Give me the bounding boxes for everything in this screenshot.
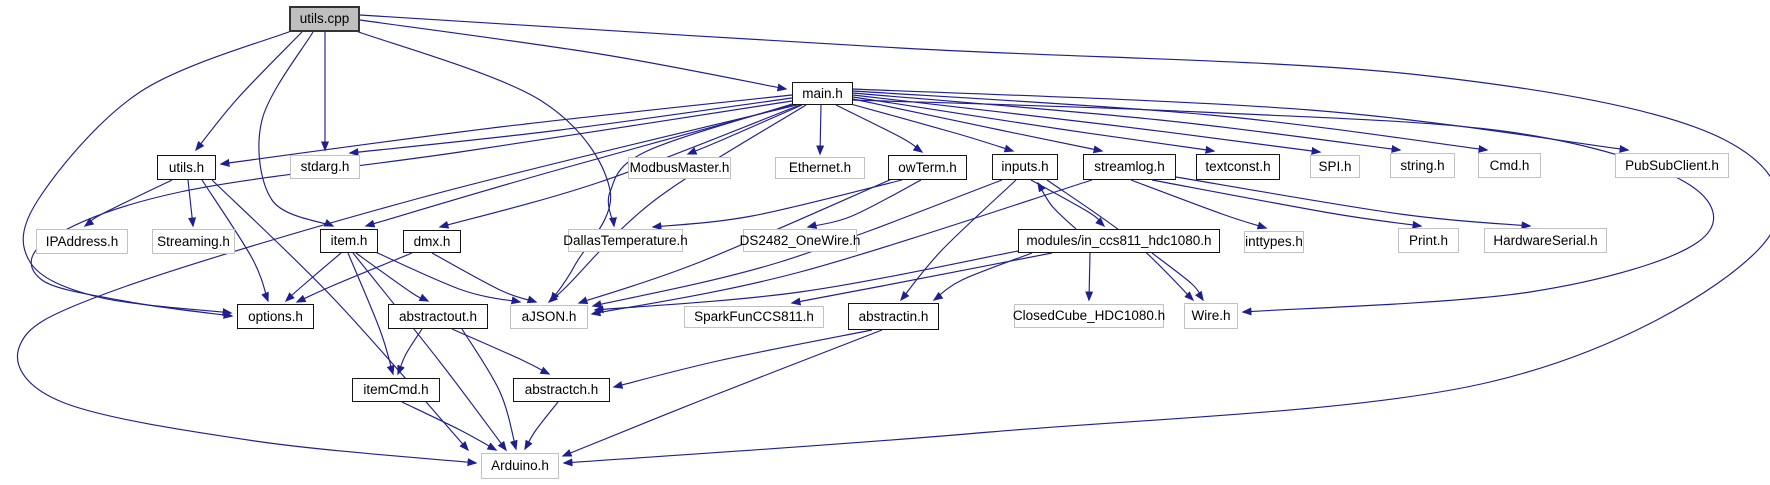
graph-node-abstractch_h[interactable]: abstractch.h bbox=[513, 378, 610, 402]
graph-node-main_h[interactable]: main.h bbox=[792, 82, 853, 105]
graph-node-inttypes_h[interactable]: inttypes.h bbox=[1244, 231, 1304, 253]
edge-abstractch_h-to-arduino_h bbox=[524, 401, 559, 451]
edge-streamlog_h-to-hardwareserial_h bbox=[1175, 176, 1532, 230]
graph-node-ipaddress_h[interactable]: IPAddress.h bbox=[36, 229, 128, 254]
graph-node-streaming_h[interactable]: Streaming.h bbox=[152, 229, 235, 254]
edge-in_ccs811_h-to-wire_h bbox=[1151, 252, 1204, 302]
edge-main_h-to-stdarg_h bbox=[348, 97, 793, 157]
edge-utils_h-to-ipaddress_h bbox=[83, 179, 173, 227]
edge-main_h-to-streamlog_h bbox=[852, 98, 1104, 154]
graph-node-in_ccs811_h[interactable]: modules/in_ccs811_hdc1080.h bbox=[1018, 229, 1220, 253]
graph-node-item_h[interactable]: item.h bbox=[320, 229, 378, 253]
graph-node-abstractin_h[interactable]: abstractin.h bbox=[848, 303, 939, 330]
graph-node-options_h[interactable]: options.h bbox=[237, 304, 314, 329]
edge-inputs_h-to-in_ccs811_h bbox=[1030, 179, 1106, 228]
graph-node-cmd_h[interactable]: Cmd.h bbox=[1478, 153, 1541, 178]
edge-main_h-to-ajson_h bbox=[547, 104, 807, 303]
edge-abstractin_h-to-abstractch_h bbox=[612, 329, 873, 389]
edge-itemcmd_h-to-arduino_h bbox=[401, 401, 498, 451]
graph-node-dallastemperature_h[interactable]: DallasTemperature.h bbox=[563, 229, 688, 252]
edge-in_ccs811_h-to-sparkfunccs811_h bbox=[790, 252, 1053, 306]
graph-node-print_h[interactable]: Print.h bbox=[1398, 228, 1459, 253]
edge-main_h-to-inputs_h bbox=[846, 102, 1015, 153]
graph-node-ethernet_h[interactable]: Ethernet.h bbox=[775, 157, 865, 179]
edge-owterm_h-to-ajson_h bbox=[577, 178, 893, 305]
edge-owterm_h-to-ds2482_onewire_h bbox=[806, 179, 922, 229]
edge-item_h-to-itemcmd_h bbox=[347, 252, 395, 376]
edge-utils_cpp-to-ajson_h bbox=[355, 30, 612, 303]
graph-node-closedcube_h[interactable]: ClosedCube_HDC1080.h bbox=[1013, 304, 1165, 328]
graph-node-textconst_h[interactable]: textconst.h bbox=[1196, 154, 1280, 180]
edge-main_h-to-textconst_h bbox=[852, 96, 1216, 154]
edge-in_ccs811_h-to-inputs_h bbox=[1037, 181, 1077, 230]
edge-streamlog_h-to-ajson_h bbox=[590, 179, 1093, 317]
graph-node-streamlog_h[interactable]: streamlog.h bbox=[1083, 154, 1176, 180]
edge-utils_h-to-streaming_h bbox=[187, 179, 197, 228]
graph-node-hardwareserial_h[interactable]: HardwareSerial.h bbox=[1484, 228, 1607, 253]
graph-node-ds2482_onewire_h[interactable]: DS2482_OneWire.h bbox=[740, 229, 860, 252]
edge-abstractin_h-to-arduino_h bbox=[561, 329, 883, 457]
edge-main_h-to-ethernet_h bbox=[816, 104, 825, 156]
edge-utils_cpp-to-item_h bbox=[258, 31, 335, 227]
edge-item_h-to-abstractout_h bbox=[355, 252, 430, 302]
graph-node-spi_h[interactable]: SPI.h bbox=[1310, 155, 1360, 178]
edge-utils_cpp-to-utils_h bbox=[195, 31, 303, 152]
edge-main_h-to-cmd_h bbox=[852, 90, 1489, 153]
edge-item_h-to-options_h bbox=[284, 252, 342, 303]
edge-in_ccs811_h-to-abstractin_h bbox=[932, 252, 1033, 301]
graph-node-owterm_h[interactable]: owTerm.h bbox=[888, 155, 967, 180]
edge-item_h-to-ajson_h bbox=[370, 249, 522, 305]
edge-main_h-to-modbusmaster_h bbox=[686, 104, 803, 155]
edge-inputs_h-to-ajson_h bbox=[591, 179, 1003, 308]
graph-node-dmx_h[interactable]: dmx.h bbox=[403, 230, 461, 253]
edge-streamlog_h-to-inttypes_h bbox=[1130, 179, 1268, 230]
edge-dmx_h-to-ajson_h bbox=[431, 252, 538, 304]
edge-item_h-to-arduino_h bbox=[352, 252, 507, 452]
edge-utils_cpp-to-arduino_h bbox=[359, 14, 1770, 467]
edge-main_h-to-utils_h bbox=[219, 94, 793, 167]
edge-utils_h-to-arduino_h bbox=[211, 179, 469, 452]
graph-node-pubsubclient_h[interactable]: PubSubClient.h bbox=[1615, 153, 1729, 178]
edge-utils_cpp-to-main_h bbox=[359, 19, 788, 92]
graph-node-abstractout_h[interactable]: abstractout.h bbox=[388, 304, 488, 329]
edge-in_ccs811_h-to-ajson_h bbox=[593, 250, 1019, 314]
edge-streamlog_h-to-print_h bbox=[1151, 179, 1423, 229]
graph-node-modbusmaster_h[interactable]: ModbusMaster.h bbox=[628, 157, 731, 179]
graph-node-string_h[interactable]: string.h bbox=[1390, 153, 1455, 178]
edge-abstractout_h-to-itemcmd_h bbox=[397, 328, 423, 376]
graph-node-ajson_h[interactable]: aJSON.h bbox=[510, 305, 588, 329]
graph-node-utils_h[interactable]: utils.h bbox=[157, 155, 216, 180]
edge-main_h-to-options_h bbox=[30, 100, 793, 319]
edge-inputs_h-to-abstractin_h bbox=[900, 179, 1017, 302]
graph-node-stdarg_h[interactable]: stdarg.h bbox=[290, 155, 360, 179]
graph-node-inputs_h[interactable]: inputs.h bbox=[992, 154, 1058, 180]
edge-dmx_h-to-options_h bbox=[295, 252, 413, 303]
edge-main_h-to-string_h bbox=[852, 92, 1402, 153]
edge-utils_h-to-options_h bbox=[201, 179, 269, 303]
graph-node-wire_h[interactable]: Wire.h bbox=[1184, 303, 1238, 329]
edge-main_h-to-arduino_h bbox=[16, 104, 798, 467]
edge-main_h-to-owterm_h bbox=[835, 104, 924, 153]
edge-main_h-to-wire_h bbox=[852, 99, 1715, 316]
edge-utils_cpp-to-options_h bbox=[22, 29, 295, 316]
edge-owterm_h-to-dallastemperature_h bbox=[651, 179, 903, 231]
graph-node-utils_cpp[interactable]: utils.cpp bbox=[289, 6, 360, 32]
edge-main_h-to-dmx_h bbox=[438, 104, 801, 229]
edge-in_ccs811_h-to-closedcube_h bbox=[1085, 252, 1094, 302]
edge-abstractout_h-to-abstractch_h bbox=[451, 328, 551, 375]
graph-node-itemcmd_h[interactable]: itemCmd.h bbox=[352, 378, 440, 402]
edge-abstractout_h-to-arduino_h bbox=[461, 328, 518, 451]
graph-node-arduino_h[interactable]: Arduino.h bbox=[481, 453, 559, 479]
graph-node-sparkfunccs811_h[interactable]: SparkFunCCS811.h bbox=[684, 306, 824, 328]
